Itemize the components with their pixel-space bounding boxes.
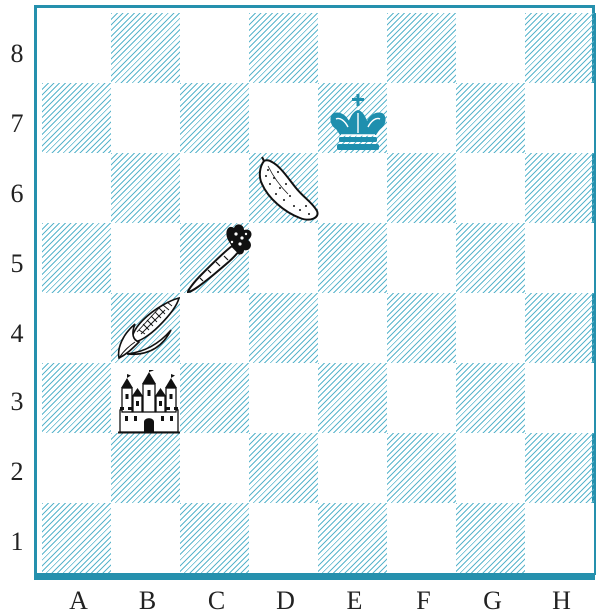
square-g3[interactable] bbox=[456, 363, 525, 433]
square-g8[interactable] bbox=[456, 13, 525, 83]
square-a2[interactable] bbox=[42, 433, 111, 503]
board-bottom-border bbox=[34, 576, 595, 580]
square-d2[interactable] bbox=[249, 433, 318, 503]
square-a3[interactable] bbox=[42, 363, 111, 433]
carrot-icon[interactable] bbox=[184, 222, 256, 294]
rank-label-1: 1 bbox=[6, 529, 28, 555]
file-label-f: F bbox=[389, 588, 458, 614]
square-c4[interactable] bbox=[180, 293, 249, 363]
square-a5[interactable] bbox=[42, 223, 111, 293]
square-b2[interactable] bbox=[111, 433, 180, 503]
pickle-icon[interactable] bbox=[254, 156, 324, 226]
square-f8[interactable] bbox=[387, 13, 456, 83]
square-f1[interactable] bbox=[387, 503, 456, 573]
castle-icon[interactable] bbox=[117, 370, 181, 434]
square-a4[interactable] bbox=[42, 293, 111, 363]
square-e3[interactable] bbox=[318, 363, 387, 433]
square-b1[interactable] bbox=[111, 503, 180, 573]
square-e4[interactable] bbox=[318, 293, 387, 363]
square-h5[interactable] bbox=[525, 223, 594, 293]
square-e8[interactable] bbox=[318, 13, 387, 83]
square-c3[interactable] bbox=[180, 363, 249, 433]
square-g2[interactable] bbox=[456, 433, 525, 503]
square-e6[interactable] bbox=[318, 153, 387, 223]
file-label-d: D bbox=[251, 588, 320, 614]
square-b5[interactable] bbox=[111, 223, 180, 293]
square-f5[interactable] bbox=[387, 223, 456, 293]
square-e1[interactable] bbox=[318, 503, 387, 573]
square-b8[interactable] bbox=[111, 13, 180, 83]
rank-label-2: 2 bbox=[6, 459, 28, 485]
square-a7[interactable] bbox=[42, 83, 111, 153]
file-label-e: E bbox=[320, 588, 389, 614]
square-h3[interactable] bbox=[525, 363, 594, 433]
square-d5[interactable] bbox=[249, 223, 318, 293]
square-d4[interactable] bbox=[249, 293, 318, 363]
square-f7[interactable] bbox=[387, 83, 456, 153]
file-label-g: G bbox=[458, 588, 527, 614]
square-g1[interactable] bbox=[456, 503, 525, 573]
square-h4[interactable] bbox=[525, 293, 594, 363]
rank-label-4: 4 bbox=[6, 321, 28, 347]
rank-label-5: 5 bbox=[6, 251, 28, 277]
square-c8[interactable] bbox=[180, 13, 249, 83]
square-h2[interactable] bbox=[525, 433, 594, 503]
square-a1[interactable] bbox=[42, 503, 111, 573]
corn-icon[interactable] bbox=[115, 294, 185, 360]
square-d1[interactable] bbox=[249, 503, 318, 573]
square-g7[interactable] bbox=[456, 83, 525, 153]
file-label-c: C bbox=[182, 588, 251, 614]
file-label-a: A bbox=[44, 588, 113, 614]
square-a8[interactable] bbox=[42, 13, 111, 83]
square-c7[interactable] bbox=[180, 83, 249, 153]
square-f6[interactable] bbox=[387, 153, 456, 223]
square-d7[interactable] bbox=[249, 83, 318, 153]
square-f2[interactable] bbox=[387, 433, 456, 503]
square-c6[interactable] bbox=[180, 153, 249, 223]
square-e2[interactable] bbox=[318, 433, 387, 503]
file-label-h: H bbox=[527, 588, 596, 614]
square-b6[interactable] bbox=[111, 153, 180, 223]
square-h7[interactable] bbox=[525, 83, 594, 153]
square-c2[interactable] bbox=[180, 433, 249, 503]
square-h1[interactable] bbox=[525, 503, 594, 573]
file-label-b: B bbox=[113, 588, 182, 614]
square-e5[interactable] bbox=[318, 223, 387, 293]
square-b7[interactable] bbox=[111, 83, 180, 153]
square-d8[interactable] bbox=[249, 13, 318, 83]
square-d3[interactable] bbox=[249, 363, 318, 433]
rank-label-8: 8 bbox=[6, 41, 28, 67]
rank-label-6: 6 bbox=[6, 181, 28, 207]
square-c1[interactable] bbox=[180, 503, 249, 573]
square-f3[interactable] bbox=[387, 363, 456, 433]
square-g6[interactable] bbox=[456, 153, 525, 223]
rank-label-3: 3 bbox=[6, 389, 28, 415]
rank-label-7: 7 bbox=[6, 111, 28, 137]
square-a6[interactable] bbox=[42, 153, 111, 223]
square-f4[interactable] bbox=[387, 293, 456, 363]
square-h8[interactable] bbox=[525, 13, 594, 83]
chess-board-frame bbox=[34, 5, 595, 576]
square-g4[interactable] bbox=[456, 293, 525, 363]
square-h6[interactable] bbox=[525, 153, 594, 223]
king-icon[interactable] bbox=[327, 91, 389, 153]
square-g5[interactable] bbox=[456, 223, 525, 293]
